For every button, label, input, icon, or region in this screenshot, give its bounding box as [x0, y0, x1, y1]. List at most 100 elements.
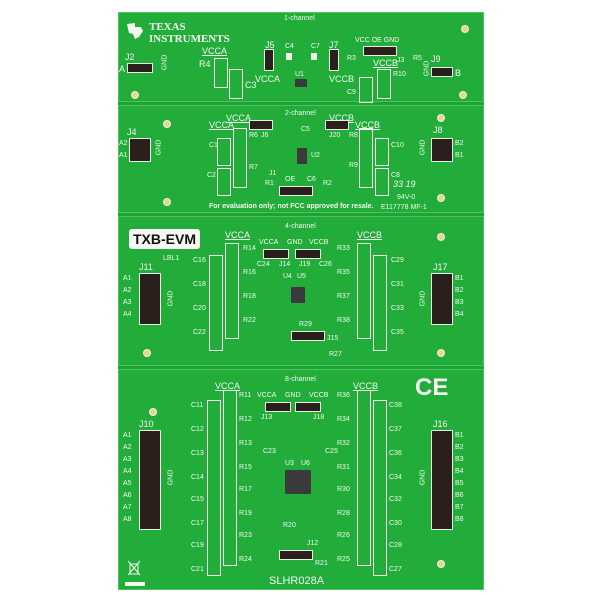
b4-label: B4	[455, 311, 464, 318]
r23-label: R23	[239, 532, 252, 539]
header-j19[interactable]	[295, 249, 321, 259]
gnd-label-center: GND	[287, 239, 303, 246]
header-j7[interactable]	[329, 49, 339, 71]
u1-label: U1	[295, 71, 304, 78]
j18-label: J18	[313, 414, 325, 421]
b7-label: B7	[455, 504, 464, 511]
weee-bin-icon	[127, 560, 141, 576]
vcc-oe-gnd-label: VCC OE GND	[355, 37, 400, 44]
b5-label: B5	[455, 480, 464, 487]
a3-label: A3	[123, 299, 132, 306]
header-j17[interactable]	[431, 273, 453, 325]
a4-label: A4	[123, 311, 132, 318]
u2-label: U2	[311, 152, 320, 159]
header-j11[interactable]	[139, 273, 161, 325]
vccb-ul-label: VCCB	[355, 120, 381, 130]
u6-label: U6	[301, 460, 310, 467]
header-j13[interactable]	[265, 402, 291, 412]
c33-label: C33	[391, 305, 404, 312]
brand-line1: TEXAS	[149, 21, 186, 33]
c10-label: C10	[391, 142, 404, 149]
a1-label: A1	[123, 275, 132, 282]
fcc-notice: For evaluation only; not FCC approved fo…	[209, 203, 374, 210]
j9-label: J9	[431, 54, 441, 64]
r37-label: R37	[337, 293, 350, 300]
r18-label: R18	[243, 293, 256, 300]
header-j12[interactable]	[279, 550, 313, 560]
r28-label: R28	[337, 510, 350, 517]
header-j4[interactable]	[129, 138, 151, 162]
gnd-label-right: GND	[419, 139, 427, 156]
r20-label: R20	[283, 522, 296, 529]
brand-line2: INSTRUMENTS	[149, 33, 230, 45]
c9-footprint	[359, 77, 373, 103]
header-j15[interactable]	[291, 331, 325, 341]
c34-label: C34	[389, 474, 402, 481]
header-j6[interactable]	[249, 120, 273, 130]
r7-label: R7	[249, 164, 258, 171]
r-col-left	[225, 243, 239, 339]
r38-label: R38	[337, 317, 350, 324]
header-j2[interactable]	[127, 63, 153, 73]
gnd-label: GND	[167, 290, 175, 307]
mounting-hole	[437, 194, 445, 202]
j16-label: J16	[433, 419, 448, 429]
mounting-hole	[163, 198, 171, 206]
j12-label: J12	[307, 540, 319, 547]
ul-mark-label: 94V-0	[397, 194, 416, 201]
gnd-label-center: GND	[285, 392, 301, 399]
c21-label: C21	[191, 566, 204, 573]
c1-footprint	[217, 138, 231, 166]
r8-label: R8	[349, 132, 358, 139]
vccb-label: VCCB	[309, 392, 329, 399]
vccb-ul-label: VCCB	[353, 381, 379, 391]
c30-label: C30	[389, 520, 402, 527]
u5-label: U5	[297, 273, 306, 280]
c23-label: C23	[263, 448, 276, 455]
mounting-hole	[437, 560, 445, 568]
mounting-hole	[437, 349, 445, 357]
header-j1[interactable]	[279, 186, 313, 196]
j5-label: J5	[265, 40, 275, 50]
c4-label: C4	[285, 43, 294, 50]
b-label: B	[455, 68, 462, 78]
j14-label: J14	[279, 261, 291, 268]
header-j20[interactable]	[325, 120, 349, 130]
vccb-label: VCCB	[329, 113, 355, 123]
header-j18[interactable]	[295, 402, 321, 412]
a1-label: A1	[123, 432, 132, 439]
j3-label: J3	[397, 57, 405, 64]
r22-label: R22	[243, 317, 256, 324]
j13-label: J13	[261, 414, 273, 421]
header-j14[interactable]	[263, 249, 289, 259]
header-j3[interactable]	[363, 46, 397, 56]
a5-label: A5	[123, 480, 132, 487]
c-col-left	[209, 255, 223, 351]
r3-label: R3	[347, 55, 356, 62]
c37-label: C37	[389, 426, 402, 433]
header-j9[interactable]	[431, 67, 453, 77]
c5-label: C5	[301, 126, 310, 133]
r15-label: R15	[239, 464, 252, 471]
r11-label: R11	[239, 392, 252, 399]
header-j8[interactable]	[431, 138, 453, 162]
r1-label: R1	[265, 180, 274, 187]
header-j10[interactable]	[139, 430, 161, 530]
header-j5[interactable]	[264, 49, 274, 71]
r17-label: R17	[239, 486, 252, 493]
a4-label: A4	[123, 468, 132, 475]
a1-label: A1	[119, 152, 128, 159]
r14-label: R14	[243, 245, 256, 252]
r36-label: R36	[337, 392, 350, 399]
header-j16[interactable]	[431, 430, 453, 530]
j6-label: J6	[261, 132, 269, 139]
a-label: A	[119, 64, 126, 74]
u3-u6-chip	[285, 470, 311, 494]
c29-label: C29	[391, 257, 404, 264]
c8-footprint	[375, 168, 389, 196]
r10-label: R10	[393, 71, 406, 78]
mounting-hole	[459, 91, 467, 99]
r24-label: R24	[239, 556, 252, 563]
vccb-label: VCCB	[329, 74, 355, 84]
c36-label: C36	[389, 450, 402, 457]
